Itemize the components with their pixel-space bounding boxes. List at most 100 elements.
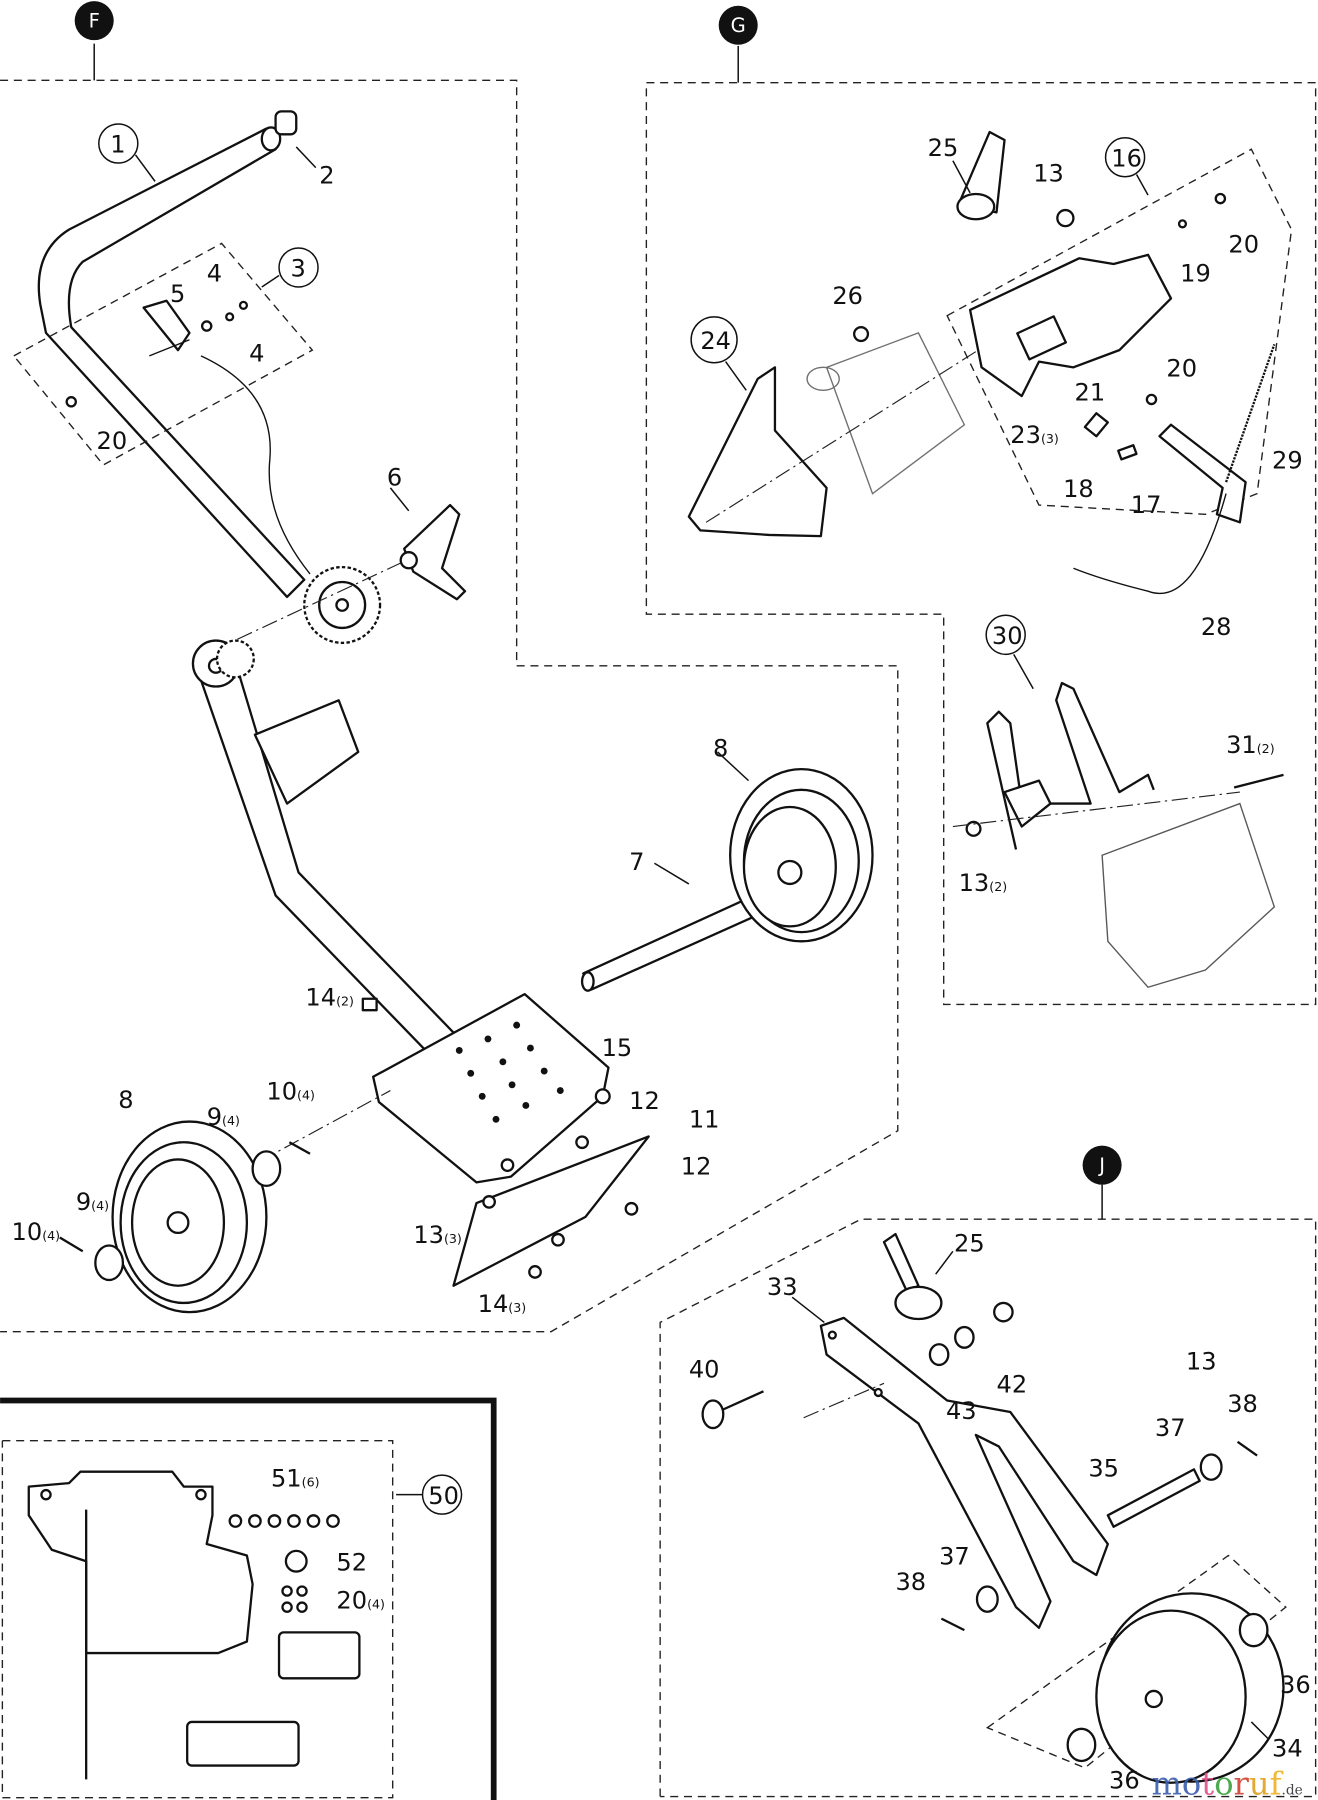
nut-52: [284, 1549, 308, 1573]
callout-18: 18: [1063, 475, 1094, 503]
callout-labels: 1 2 3 4 5 4 20 6 8 7 14(2) 15 8 9(4) 10(…: [12, 131, 1311, 1795]
mount-bracket-ghost: [806, 332, 966, 495]
callout-50: 50: [428, 1482, 459, 1510]
knob-6: [399, 503, 467, 601]
callout-52: 52: [336, 1548, 367, 1576]
callout-6: 6: [387, 464, 402, 492]
callout-13: 13(3): [413, 1221, 462, 1249]
callout-3: 3: [291, 255, 306, 283]
callout-42: 42: [997, 1370, 1028, 1398]
knob-25: [956, 130, 1006, 221]
washer-37: [1199, 1453, 1223, 1481]
wheel-8-left: [111, 1120, 268, 1314]
callout-15: 15: [602, 1034, 633, 1062]
svg-text:motoruf.de: motoruf.de: [1151, 1764, 1302, 1800]
callout-8: 8: [118, 1086, 133, 1114]
watermark-logo: motoruf.de: [1151, 1764, 1302, 1800]
axle-35: [1106, 1468, 1201, 1528]
section-f-frame: [0, 79, 899, 1333]
callout-38: 38: [895, 1568, 926, 1596]
frame-plate-ghost: [1101, 802, 1276, 989]
callout-14: 14(3): [478, 1290, 527, 1318]
callout-21: 21: [1075, 379, 1106, 407]
callout-20: 20: [97, 427, 128, 455]
callout-12: 12: [681, 1152, 712, 1180]
cotter-pin-10: [59, 1236, 84, 1253]
washer-9: [251, 1150, 282, 1187]
callout-13: 13: [1033, 159, 1064, 187]
clamp-plate: [186, 1720, 300, 1767]
mount-plate: [361, 992, 611, 1184]
callout-38: 38: [1227, 1390, 1258, 1418]
callout-37: 37: [1155, 1414, 1186, 1442]
callout-4: 4: [207, 259, 222, 287]
throttle-lever: [142, 299, 249, 357]
callout-4: 4: [249, 340, 264, 368]
callout-29: 29: [1272, 446, 1303, 474]
callout-13: 13(2): [959, 869, 1008, 897]
callout-14: 14(2): [305, 984, 354, 1012]
spring-29: [1225, 344, 1276, 483]
knob-25-j: [882, 1232, 943, 1321]
shield-50: [27, 1470, 254, 1780]
callout-20: 20: [1228, 231, 1259, 259]
throttle-cable: [200, 355, 311, 575]
callout-20: 20(4): [336, 1586, 385, 1614]
bolt-26: [853, 326, 870, 343]
pedal-17: [1158, 423, 1247, 524]
svg-text:J: J: [1097, 1154, 1105, 1177]
bail-30: [986, 681, 1155, 850]
section-marker-f: F: [74, 1, 114, 41]
callout-7: 7: [629, 848, 644, 876]
bolts-51: [228, 1514, 340, 1528]
bolt-31: [1233, 773, 1284, 789]
control-bracket: [968, 192, 1227, 461]
section-j-frame: [659, 1218, 1317, 1798]
callout-13: 13: [1186, 1348, 1217, 1376]
clamp-block: [277, 1631, 361, 1680]
svg-text:F: F: [89, 10, 100, 33]
callout-36: 36: [1109, 1767, 1140, 1795]
callout-5: 5: [170, 280, 185, 308]
callout-34: 34: [1272, 1734, 1303, 1762]
callout-25: 25: [954, 1229, 985, 1257]
washer-42: [954, 1325, 975, 1349]
callout-35: 35: [1088, 1454, 1119, 1482]
cable-28: [1073, 493, 1227, 595]
callout-10: 10(4): [266, 1078, 315, 1106]
callout-10: 10(4): [12, 1218, 61, 1246]
nuts-20: [281, 1585, 308, 1613]
washer-43: [928, 1343, 950, 1367]
callout-19: 19: [1180, 259, 1211, 287]
callout-28: 28: [1201, 613, 1232, 641]
cotter-pin-38: [1236, 1440, 1258, 1457]
bolt-40: [701, 1390, 764, 1430]
wheel-8-right: [729, 767, 874, 943]
nut-13-j: [993, 1301, 1014, 1323]
callout-26: 26: [832, 282, 863, 310]
callout-36: 36: [1280, 1671, 1311, 1699]
callout-circles: [98, 123, 1146, 1515]
leader-lines: [134, 146, 1270, 1740]
callout-16: 16: [1111, 144, 1142, 172]
gear-plate-upper: [303, 565, 382, 645]
lower-handle: [191, 639, 472, 1075]
callout-23: 23(3): [1010, 421, 1059, 449]
svg-text:G: G: [731, 14, 746, 37]
cotter-pin-10: [288, 1141, 311, 1155]
washer-9: [94, 1244, 125, 1282]
callout-43: 43: [946, 1397, 977, 1425]
callout-31: 31(2): [1226, 731, 1275, 759]
kit-divider: [0, 1397, 497, 1800]
cotter-pin-38: [940, 1617, 965, 1632]
arm-33: [819, 1316, 1109, 1629]
callout-9: 9(4): [76, 1188, 109, 1216]
callout-24: 24: [700, 327, 731, 355]
cover-24: [687, 366, 828, 538]
callout-1: 1: [110, 131, 125, 159]
callout-51: 51(6): [271, 1465, 320, 1493]
hub-36: [1066, 1612, 1269, 1763]
callout-37: 37: [939, 1543, 970, 1571]
